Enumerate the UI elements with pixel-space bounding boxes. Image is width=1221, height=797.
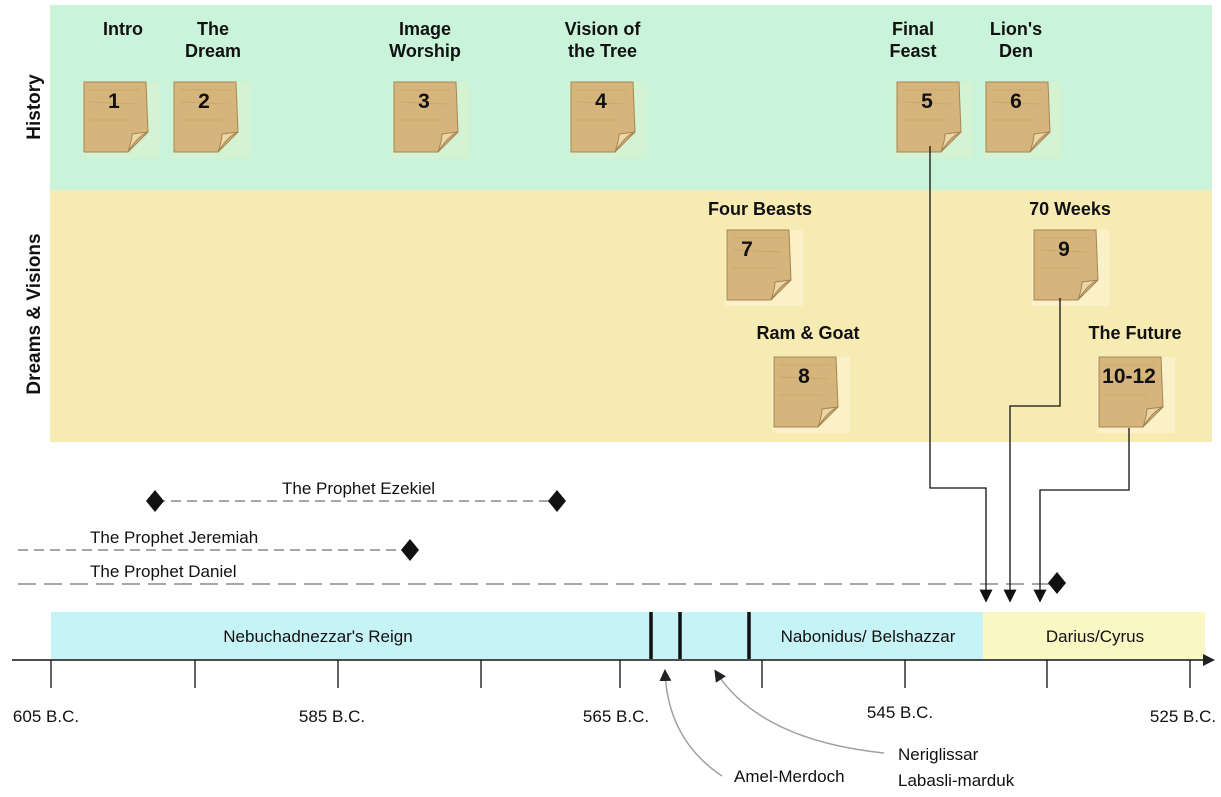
axis-ticks	[50, 660, 1191, 688]
axis-tick-label: 605 B.C.	[13, 707, 79, 726]
chapter-9-connector-arrow	[1003, 298, 1061, 603]
scroll-icon-graphic	[895, 81, 973, 158]
chapter-3-card[interactable]: Image Worship	[370, 18, 480, 62]
scroll-icon-graphic	[82, 81, 160, 158]
diamond-icon	[548, 490, 566, 512]
scroll-icon[interactable]: 1	[80, 80, 160, 158]
nabonidus-label: Nabonidus/ Belshazzar	[781, 627, 956, 646]
chapter-6-card[interactable]: Lion's Den	[976, 18, 1056, 62]
visions-band	[50, 190, 1212, 442]
chapter-5-connector-arrow	[929, 146, 993, 603]
scroll-number: 4	[595, 90, 607, 113]
scroll-icon[interactable]: 5	[893, 80, 973, 158]
jeremiah-label: The Prophet Jeremiah	[90, 528, 258, 547]
scroll-number: 2	[198, 90, 210, 113]
axis-tick-label: 545 B.C.	[867, 703, 933, 722]
amel-merdoch-callout-line	[659, 669, 723, 777]
chapter-4-card[interactable]: Vision of the Tree	[545, 18, 660, 62]
chapter-10-12-card[interactable]: The Future	[1070, 322, 1200, 344]
scroll-number: 5	[921, 90, 933, 113]
scroll-icon-graphic	[392, 81, 470, 158]
scroll-icon-graphic	[172, 81, 250, 158]
chapter-9-title: 70 Weeks	[1029, 199, 1111, 219]
darius-cyrus-reign-bar	[983, 612, 1205, 659]
scroll-icon[interactable]: 2	[170, 80, 250, 158]
scroll-icon-graphic	[569, 81, 647, 158]
scroll-icon[interactable]: 3	[390, 80, 470, 158]
darius-cyrus-label: Darius/Cyrus	[1046, 627, 1144, 646]
chapter-8-card[interactable]: Ram & Goat	[738, 322, 878, 344]
chapter-1-card[interactable]: Intro	[93, 18, 153, 40]
daniel-label: The Prophet Daniel	[90, 562, 236, 581]
chapter-4-title-line-2: the Tree	[567, 41, 638, 61]
scroll-icon-graphic	[772, 356, 850, 433]
scroll-icon-graphic	[1032, 229, 1110, 306]
nebuchadnezzar-reign-bar	[51, 612, 651, 659]
scroll-number: 7	[741, 238, 753, 261]
scroll-icon[interactable]: 8	[770, 355, 850, 433]
diamond-icon	[401, 539, 419, 561]
amel-merdoch-label: Amel-Merdoch	[734, 767, 845, 786]
chapter-5-title-line-1: Final	[891, 19, 934, 39]
chapter-6-title-line-2: Den	[998, 41, 1033, 61]
chapter-9-card[interactable]: 70 Weeks	[1010, 198, 1130, 220]
scroll-number: 3	[418, 90, 430, 113]
axis-tick-label: 525 B.C.	[1150, 707, 1216, 726]
chapter-2-card[interactable]: The Dream	[168, 18, 258, 62]
axis-tick-label: 565 B.C.	[583, 707, 649, 726]
scroll-icon[interactable]: 6	[982, 80, 1062, 158]
chapter-4-title-line-1: Vision of	[564, 19, 641, 39]
nabonidus-reign-bar	[751, 612, 983, 659]
chapter-7-card[interactable]: Four Beasts	[690, 198, 830, 220]
chapter-3-title-line-1: Image	[398, 19, 452, 39]
neriglissar-label: Neriglissar	[898, 745, 979, 764]
labasli-marduk-label: Labasli-marduk	[898, 771, 1015, 790]
ezekiel-label: The Prophet Ezekiel	[282, 479, 435, 498]
scroll-icon-graphic	[1097, 356, 1175, 433]
scroll-icon[interactable]: 10-12	[1095, 355, 1175, 433]
scroll-icon-graphic	[984, 81, 1062, 158]
scroll-icon[interactable]: 4	[567, 80, 647, 158]
chapter-10-12-title: The Future	[1088, 323, 1182, 343]
chapter-1-title-line-1: Intro	[103, 19, 143, 39]
diamond-icon	[146, 490, 164, 512]
chapter-10-12-connector-arrow	[1033, 428, 1130, 603]
scroll-number: 10-12	[1102, 365, 1156, 388]
chapter-2-title-line-2: Dream	[184, 41, 242, 61]
chapter-7-title: Four Beasts	[707, 199, 813, 219]
scroll-number: 6	[1010, 90, 1022, 113]
chapter-5-card[interactable]: Final Feast	[876, 18, 950, 62]
chapter-6-title-line-1: Lion's	[989, 19, 1043, 39]
scroll-number: 1	[108, 90, 120, 113]
short-reigns-bar	[651, 612, 751, 659]
chapter-2-title-line-1: The	[196, 19, 229, 39]
nebuchadnezzar-label: Nebuchadnezzar's Reign	[223, 627, 412, 646]
scroll-icon-graphic	[725, 229, 803, 306]
chapter-8-title: Ram & Goat	[756, 323, 860, 343]
chapter-3-title-line-2: Worship	[389, 41, 461, 61]
neriglissar-callout-line	[714, 669, 885, 754]
scroll-number: 8	[798, 365, 810, 388]
scroll-icon[interactable]: 7	[723, 228, 803, 306]
axis-tick-label: 585 B.C.	[299, 707, 365, 726]
scroll-icon[interactable]: 9	[1030, 228, 1110, 306]
scroll-number: 9	[1058, 238, 1070, 261]
diamond-icon	[1048, 572, 1066, 594]
chapter-5-title-line-2: Feast	[889, 41, 937, 61]
